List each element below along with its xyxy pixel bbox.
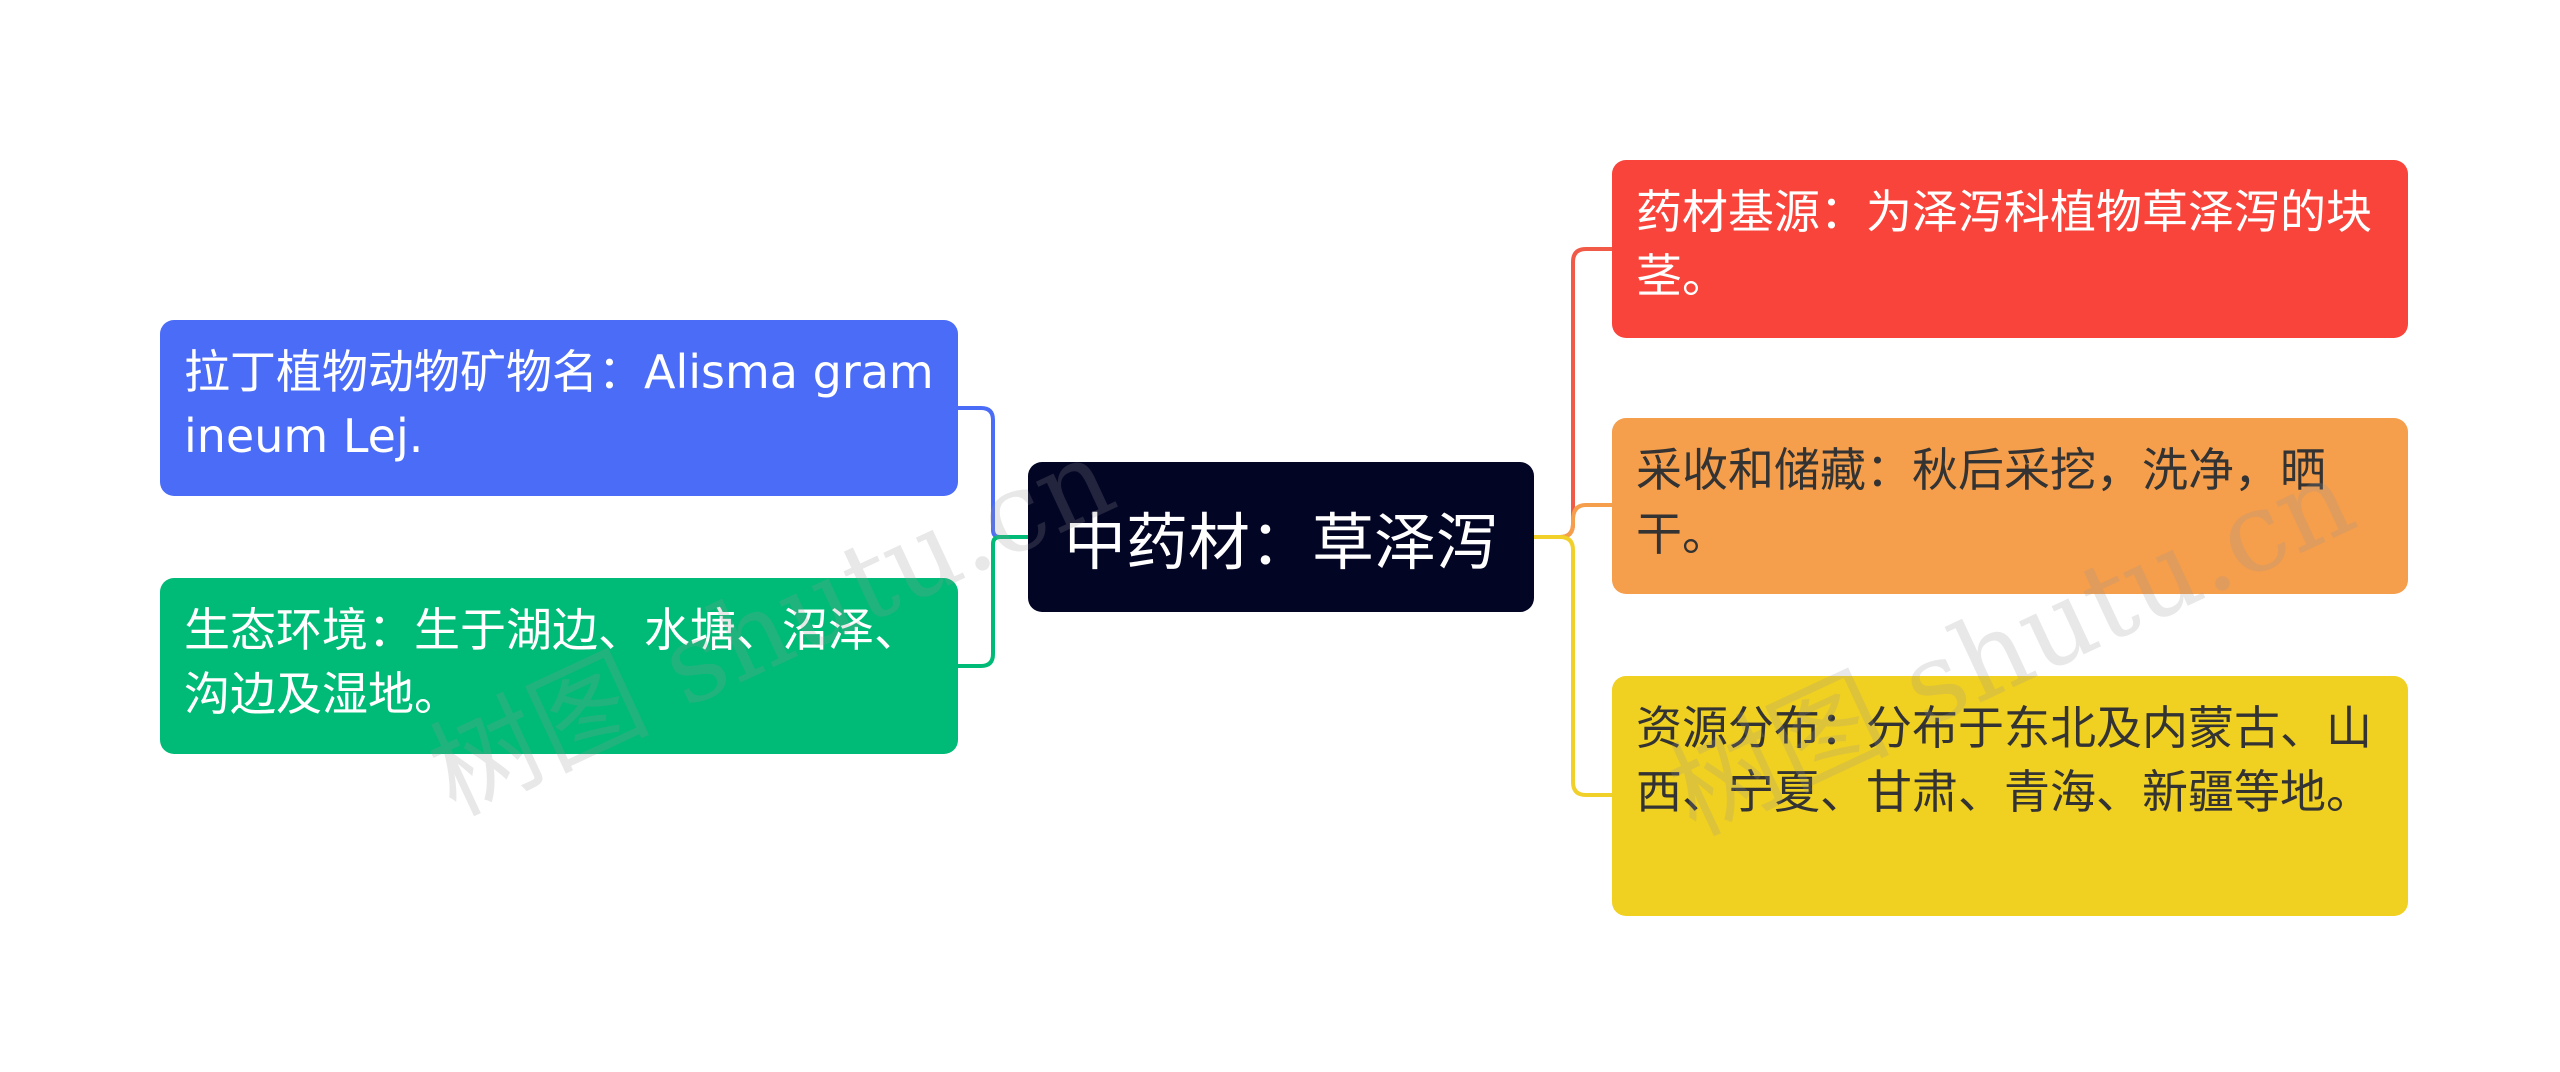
topic-habitat-label: 生态环境：生于湖边、水塘、沼泽、沟边及湿地。 (184, 603, 920, 721)
topic-source[interactable]: 药材基源：为泽泻科植物草泽泻的块茎。 (1612, 160, 2408, 338)
topic-habitat[interactable]: 生态环境：生于湖边、水塘、沼泽、沟边及湿地。 (160, 578, 958, 754)
topic-distribution[interactable]: 资源分布：分布于东北及内蒙古、山西、宁夏、甘肃、青海、新疆等地。 (1612, 676, 2408, 916)
connector-harvest (1534, 503, 1612, 539)
root-topic-label: 中药材：草泽泻 (1063, 506, 1498, 579)
topic-source-label: 药材基源：为泽泻科植物草泽泻的块茎。 (1636, 185, 2372, 303)
connector-habitat (958, 535, 1028, 668)
connector-latin-name (958, 406, 1028, 539)
connector-distribution (1534, 535, 1612, 797)
topic-harvest-label: 采收和储藏：秋后采挖，洗净，晒干。 (1636, 443, 2326, 561)
connector-source (1534, 247, 1612, 539)
topic-latin-name-label: 拉丁植物动物矿物名：Alisma gramineum Lej. (184, 345, 934, 463)
topic-harvest[interactable]: 采收和储藏：秋后采挖，洗净，晒干。 (1612, 418, 2408, 594)
root-topic[interactable]: 中药材：草泽泻 (1028, 462, 1534, 612)
topic-distribution-label: 资源分布：分布于东北及内蒙古、山西、宁夏、甘肃、青海、新疆等地。 (1636, 701, 2372, 819)
topic-latin-name[interactable]: 拉丁植物动物矿物名：Alisma gramineum Lej. (160, 320, 958, 496)
